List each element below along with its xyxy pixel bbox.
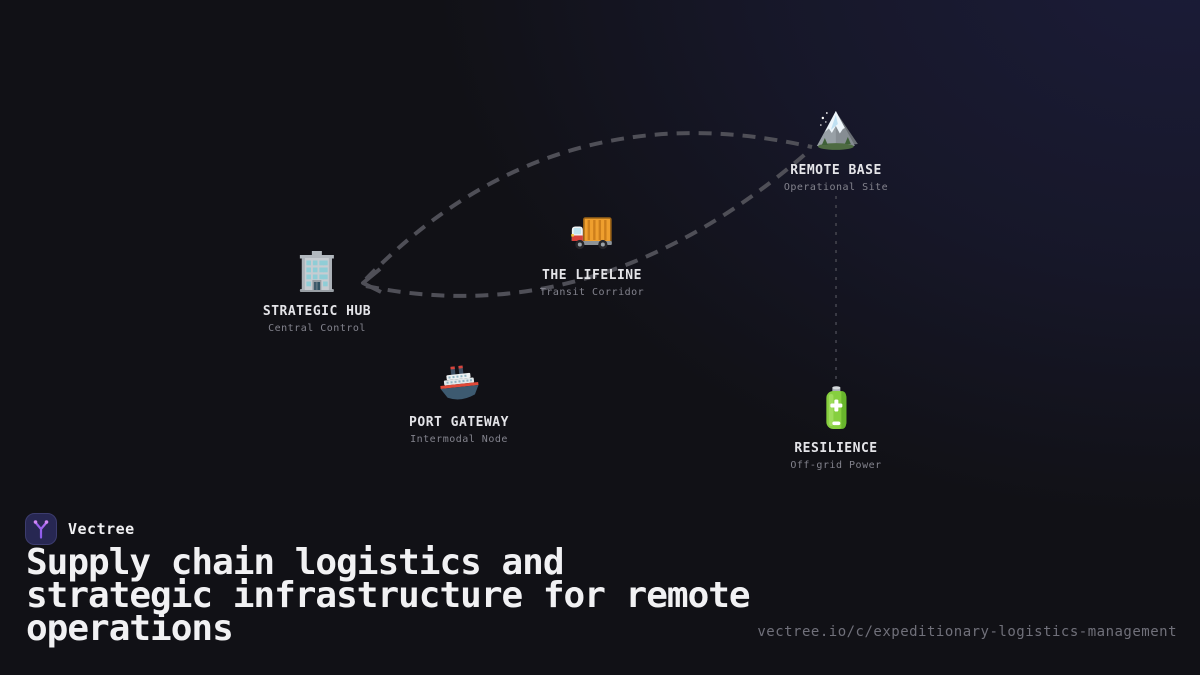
node-label: PORT GATEWAY [409,415,509,430]
cargo-truck-icon [571,217,612,250]
battery-icon [825,386,846,429]
node-the-lifeline: THE LIFELINE Transit Corridor [540,211,644,298]
node-port-gateway: PORT GATEWAY Intermodal Node [409,358,509,445]
page-title: Supply chain logistics and strategic inf… [26,542,751,649]
node-label: RESILIENCE [794,441,878,456]
node-label: REMOTE BASE [790,163,882,178]
node-strategic-hub: STRATEGIC HUB Central Control [263,247,371,334]
node-sublabel: Intermodal Node [410,434,508,445]
page-url: vectree.io/c/expeditionary-logistics-man… [757,624,1177,640]
node-label: THE LIFELINE [542,268,642,283]
node-label: STRATEGIC HUB [262,304,372,319]
vectree-logo-icon [25,513,57,545]
node-sublabel: Transit Corridor [539,287,645,298]
node-sublabel: Central Control [268,323,366,334]
brand-row: Vectree [25,513,135,545]
node-remote-base: REMOTE BASE Operational Site [784,106,888,193]
page-title-line: Supply chain logistics and [26,542,565,583]
node-sublabel: Operational Site [783,182,889,193]
page-title-line: operations [26,608,234,649]
office-building-icon [300,251,334,292]
snowy-mountain-icon [816,111,858,150]
node-resilience: RESILIENCE Off-grid Power [790,384,881,471]
cargo-ship-icon [440,365,479,400]
brand-name: Vectree [68,520,135,538]
page-title-line: strategic infrastructure for remote [26,575,751,616]
node-sublabel: Off-grid Power [790,460,882,471]
